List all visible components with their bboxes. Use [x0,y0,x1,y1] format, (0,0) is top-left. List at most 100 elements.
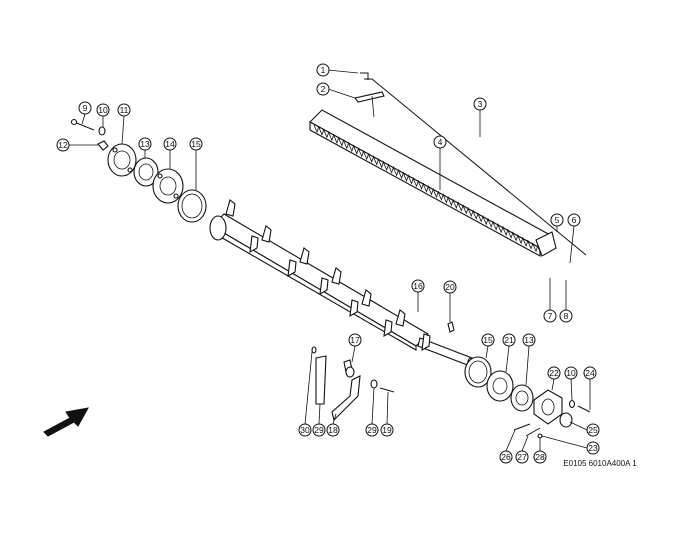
callout-16: 16 [411,279,425,293]
svg-text:24: 24 [585,368,595,378]
rotor-tine [249,235,259,254]
comb-tooth [323,130,330,139]
callout-13: 13 [138,137,152,151]
callout-3: 3 [473,97,487,111]
comb-tooth [487,219,494,229]
svg-text:13: 13 [524,335,534,345]
comb-tooth [328,132,335,142]
svg-text:19: 19 [382,425,392,435]
comb-tooth [502,227,509,237]
callout-balloons: 1 2 3 4 5 6 7 8 9 10 11 12 13 14 15 16 1… [56,63,600,464]
svg-text:4: 4 [438,137,443,147]
svg-text:7: 7 [548,311,553,321]
callout-1: 1 [316,63,330,77]
callout-4: 4 [433,135,447,149]
comb-tooth [333,135,340,144]
svg-text:25: 25 [588,425,598,435]
comb-tooth [462,206,469,215]
comb-tooth [512,233,519,242]
comb-tooth [438,192,444,201]
comb-tooth [358,149,365,158]
comb-tooth [343,141,350,150]
callout-8: 8 [559,309,573,323]
comb-tooth [423,184,429,193]
svg-text:28: 28 [535,452,545,462]
comb-tooth [353,146,360,155]
svg-text:29: 29 [314,425,324,435]
callout-26: 26 [499,450,513,464]
rotor-tine [349,299,359,318]
svg-text:6: 6 [572,215,577,225]
callout-6: 6 [567,213,581,227]
reference-code: E0105 6010A400A 1 [563,459,637,468]
callout-24: 24 [583,366,597,380]
rotor-tine [331,267,342,285]
svg-text:29: 29 [367,425,377,435]
svg-text:21: 21 [504,335,514,345]
callout-21: 21 [502,333,516,347]
callout-22: 22 [547,366,561,380]
callout-28: 28 [533,450,547,464]
svg-text:27: 27 [517,452,527,462]
rotor-tine [261,225,272,243]
callout-29-right: 29 [365,423,379,437]
svg-text:5: 5 [555,215,560,225]
callout-2: 2 [316,82,330,96]
svg-text:16: 16 [413,281,423,291]
comb-tooth [383,162,390,172]
comb-tooth [318,127,325,136]
callout-7: 7 [543,309,557,323]
comb-tooth [418,181,424,191]
svg-text:23: 23 [588,443,598,453]
comb-tooth [532,244,539,253]
svg-text:1: 1 [321,65,326,75]
callout-20: 20 [443,280,457,294]
tine-fixings [311,346,395,422]
svg-text:9: 9 [83,103,88,113]
leader-lines [69,69,591,452]
svg-text:20: 20 [445,282,455,292]
callout-18: 18 [326,423,340,437]
svg-text:8: 8 [564,311,569,321]
svg-text:14: 14 [165,139,175,149]
comb-tooth [388,165,395,174]
svg-text:3: 3 [478,99,483,109]
rotor-tine [383,319,393,338]
right-bearing-group [464,356,591,439]
rotor-tines [225,199,431,352]
callout-11: 11 [117,103,131,117]
svg-text:18: 18 [328,425,338,435]
callout-30: 30 [298,423,312,437]
callout-15-right: 15 [481,333,495,347]
callout-29: 29 [312,423,326,437]
callout-10: 10 [96,103,110,117]
callout-5: 5 [550,213,564,227]
rotor-tine [299,247,310,265]
comb-tooth [433,189,439,199]
callout-10-right: 10 [564,366,578,380]
callout-19: 19 [380,423,394,437]
callout-27: 27 [515,450,529,464]
comb-tooth [448,198,454,207]
callout-14: 14 [163,137,177,151]
comb-tooth [398,170,405,180]
comb-tooth [453,200,459,210]
rotor-shaft [209,199,475,367]
comb-tooth [492,222,499,231]
comb-tooth [497,225,504,234]
comb-tooth [338,138,345,147]
rotor-tine [395,309,406,327]
comb-bar-assembly [309,72,587,257]
svg-text:2: 2 [321,84,326,94]
callout-23: 23 [586,441,600,455]
callout-12: 12 [56,138,70,152]
left-bearing-group [70,118,207,223]
svg-text:11: 11 [120,105,129,115]
svg-text:22: 22 [549,368,559,378]
comb-tooth [517,235,524,245]
comb-tooth [373,157,380,166]
callout-9: 9 [78,101,92,115]
rotor-tine [225,199,236,217]
svg-text:15: 15 [191,139,201,149]
